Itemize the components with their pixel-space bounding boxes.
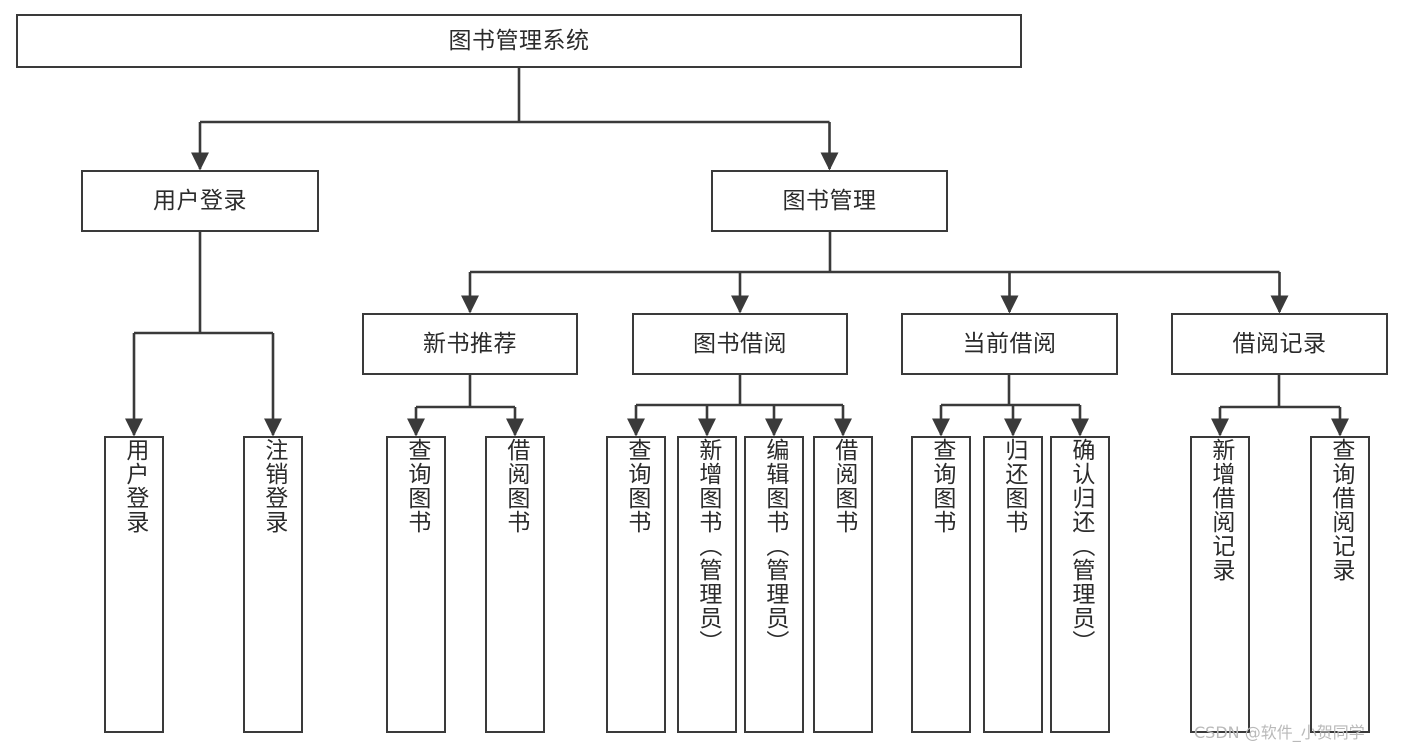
node-leaf-return-book[interactable]: 归还图书 bbox=[983, 436, 1043, 733]
node-leaf-query-book-rec[interactable]: 查询图书 bbox=[386, 436, 446, 733]
node-leaf-add-book-label: 新增图书（管理员） bbox=[694, 438, 721, 654]
node-leaf-logout[interactable]: 注销登录 bbox=[243, 436, 303, 733]
node-leaf-borrow-book-bb-label: 借阅图书 bbox=[830, 438, 857, 534]
node-leaf-edit-book-label: 编辑图书（管理员） bbox=[761, 438, 788, 654]
node-borrow-record-label: 借阅记录 bbox=[1232, 330, 1327, 357]
csdn-watermark: CSDN @软件_小贺同学 bbox=[1194, 723, 1365, 742]
node-current-borrow-label: 当前借阅 bbox=[962, 330, 1057, 357]
node-leaf-query-record-label: 查询借阅记录 bbox=[1327, 438, 1354, 582]
node-leaf-user-login[interactable]: 用户登录 bbox=[104, 436, 164, 733]
node-leaf-add-record[interactable]: 新增借阅记录 bbox=[1190, 436, 1250, 733]
node-leaf-return-book-label: 归还图书 bbox=[1000, 438, 1027, 534]
node-leaf-user-login-label: 用户登录 bbox=[121, 438, 148, 534]
node-current-borrow[interactable]: 当前借阅 bbox=[901, 313, 1118, 375]
node-book-borrow-label: 图书借阅 bbox=[693, 330, 787, 357]
node-book-manage-label: 图书管理 bbox=[782, 187, 877, 214]
node-leaf-borrow-book-rec-label: 借阅图书 bbox=[502, 438, 529, 534]
node-leaf-query-book-bb[interactable]: 查询图书 bbox=[606, 436, 666, 733]
node-leaf-logout-label: 注销登录 bbox=[260, 438, 287, 534]
node-root[interactable]: 图书管理系统 bbox=[16, 14, 1022, 68]
node-leaf-query-book-rec-label: 查询图书 bbox=[403, 438, 430, 534]
node-borrow-record[interactable]: 借阅记录 bbox=[1171, 313, 1388, 375]
node-new-book-rec-label: 新书推荐 bbox=[423, 330, 517, 357]
node-leaf-query-record[interactable]: 查询借阅记录 bbox=[1310, 436, 1370, 733]
node-leaf-edit-book[interactable]: 编辑图书（管理员） bbox=[744, 436, 804, 733]
node-leaf-query-book-bb-label: 查询图书 bbox=[623, 438, 650, 534]
node-leaf-add-record-label: 新增借阅记录 bbox=[1207, 438, 1234, 582]
node-leaf-borrow-book-bb[interactable]: 借阅图书 bbox=[813, 436, 873, 733]
node-user-login-label: 用户登录 bbox=[153, 187, 247, 214]
node-user-login[interactable]: 用户登录 bbox=[81, 170, 319, 232]
node-leaf-borrow-book-rec[interactable]: 借阅图书 bbox=[485, 436, 545, 733]
node-book-manage[interactable]: 图书管理 bbox=[711, 170, 948, 232]
node-root-label: 图书管理系统 bbox=[448, 27, 590, 54]
node-leaf-confirm-return[interactable]: 确认归还（管理员） bbox=[1050, 436, 1110, 733]
node-leaf-confirm-return-label: 确认归还（管理员） bbox=[1067, 438, 1094, 654]
node-new-book-rec[interactable]: 新书推荐 bbox=[362, 313, 578, 375]
node-book-borrow[interactable]: 图书借阅 bbox=[632, 313, 848, 375]
node-leaf-add-book[interactable]: 新增图书（管理员） bbox=[677, 436, 737, 733]
node-leaf-query-book-cb-label: 查询图书 bbox=[928, 438, 955, 534]
node-leaf-query-book-cb[interactable]: 查询图书 bbox=[911, 436, 971, 733]
